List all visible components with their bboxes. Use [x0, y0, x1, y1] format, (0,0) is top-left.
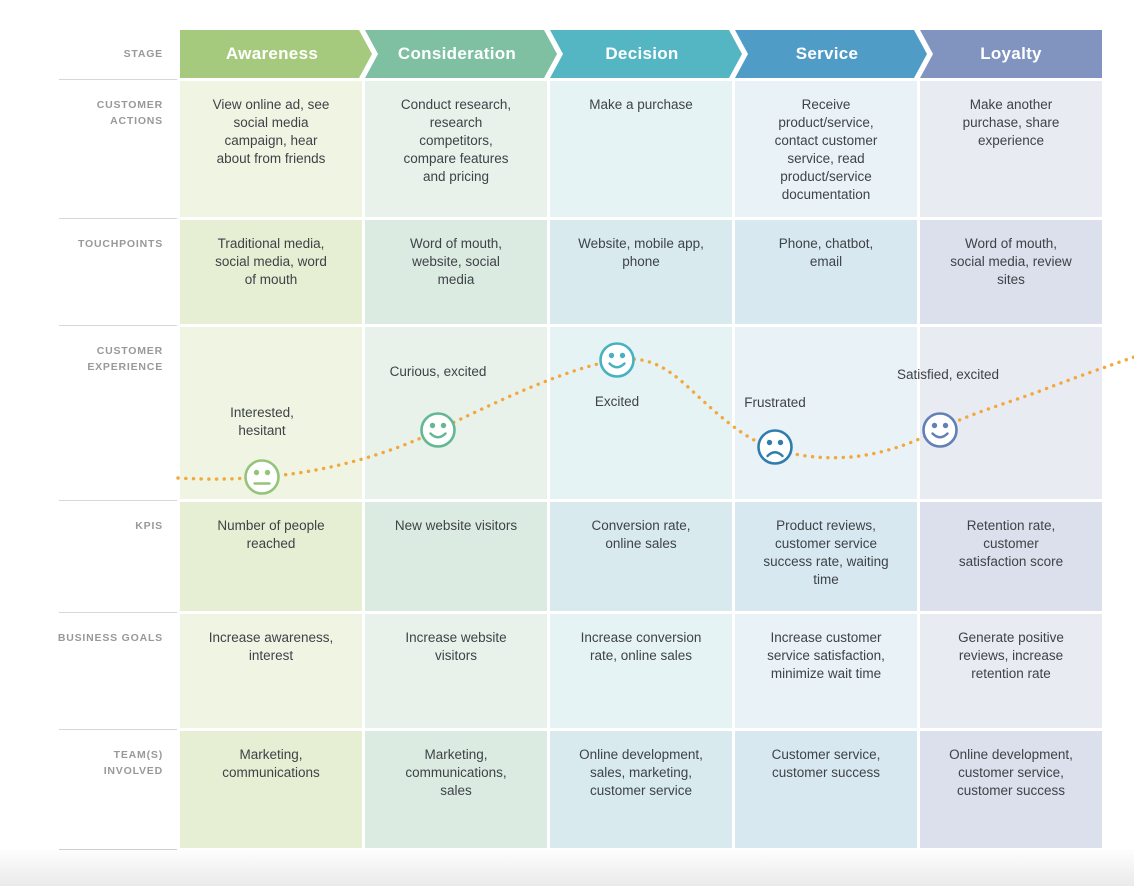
cell-service-kpis: Product reviews, customer service succes… [735, 502, 917, 611]
stage-header-decision: Decision [550, 30, 742, 78]
cell-consideration-customer-actions: Conduct research, research competitors, … [365, 81, 547, 217]
experience-label-awareness: Interested, hesitant [230, 404, 294, 438]
cell-consideration-business-goals: Increase website visitors [365, 614, 547, 728]
stage-header-loyalty: Loyalty [920, 30, 1102, 78]
cell-loyalty-experience [920, 327, 1102, 499]
cell-loyalty-teams: Online development, customer service, cu… [920, 731, 1102, 848]
row-label-business-goals: Business Goals [0, 612, 177, 728]
stage-header-awareness: Awareness [180, 30, 372, 78]
row-label-touchpoints: Touchpoints [0, 218, 177, 324]
cell-loyalty-business-goals: Generate positive reviews, increase rete… [920, 614, 1102, 728]
row-label-teams-involved: Team(s) Involved [0, 729, 177, 850]
journey-table: Stage Awareness Consideration Decision S… [0, 30, 1102, 850]
cell-service-touchpoints: Phone, chatbot, email [735, 220, 917, 324]
row-label-customer-experience: Customer Experience [0, 325, 177, 499]
experience-label-decision: Excited [594, 393, 640, 409]
stage-header-label: Service [795, 44, 859, 63]
cell-consideration-teams: Marketing, communications, sales [365, 731, 547, 848]
stage-header-label: Decision [605, 44, 679, 63]
stage-header-consideration: Consideration [365, 30, 557, 78]
experience-label-consideration: Curious, excited [389, 363, 487, 379]
cell-consideration-touchpoints: Word of mouth, website, social media [365, 220, 547, 324]
cell-decision-business-goals: Increase conversion rate, online sales [550, 614, 732, 728]
cell-consideration-kpis: New website visitors [365, 502, 547, 611]
experience-label-service: Frustrated [744, 394, 806, 410]
stage-header-service: Service [735, 30, 927, 78]
page-bottom-fade [0, 849, 1134, 886]
cell-awareness-customer-actions: View online ad, see social media campaig… [180, 81, 362, 217]
cell-decision-kpis: Conversion rate, online sales [550, 502, 732, 611]
cell-loyalty-kpis: Retention rate, customer satisfaction sc… [920, 502, 1102, 611]
row-label-kpis: KPIs [0, 500, 177, 611]
row-label-customer-actions: Customer Actions [0, 79, 177, 217]
cell-awareness-kpis: Number of people reached [180, 502, 362, 611]
cell-loyalty-customer-actions: Make another purchase, share experience [920, 81, 1102, 217]
cell-awareness-business-goals: Increase awareness, interest [180, 614, 362, 728]
cell-awareness-teams: Marketing, communications [180, 731, 362, 848]
cell-service-teams: Customer service, customer success [735, 731, 917, 848]
row-label-stage: Stage [123, 47, 163, 60]
cell-service-customer-actions: Receive product/service, contact custome… [735, 81, 917, 217]
cell-awareness-touchpoints: Traditional media, social media, word of… [180, 220, 362, 324]
cell-decision-experience [550, 327, 732, 499]
cell-decision-touchpoints: Website, mobile app, phone [550, 220, 732, 324]
cell-service-experience [735, 327, 917, 499]
stage-header-label: Loyalty [980, 44, 1042, 63]
experience-label-loyalty: Satisfied, excited [896, 366, 1000, 382]
cell-consideration-experience [365, 327, 547, 499]
cell-decision-teams: Online development, sales, marketing, cu… [550, 731, 732, 848]
stage-header-label: Awareness [225, 44, 319, 63]
cell-service-business-goals: Increase customer service satisfaction, … [735, 614, 917, 728]
stage-header-label: Consideration [397, 44, 517, 63]
cell-decision-customer-actions: Make a purchase [550, 81, 732, 217]
cell-loyalty-touchpoints: Word of mouth, social media, review site… [920, 220, 1102, 324]
